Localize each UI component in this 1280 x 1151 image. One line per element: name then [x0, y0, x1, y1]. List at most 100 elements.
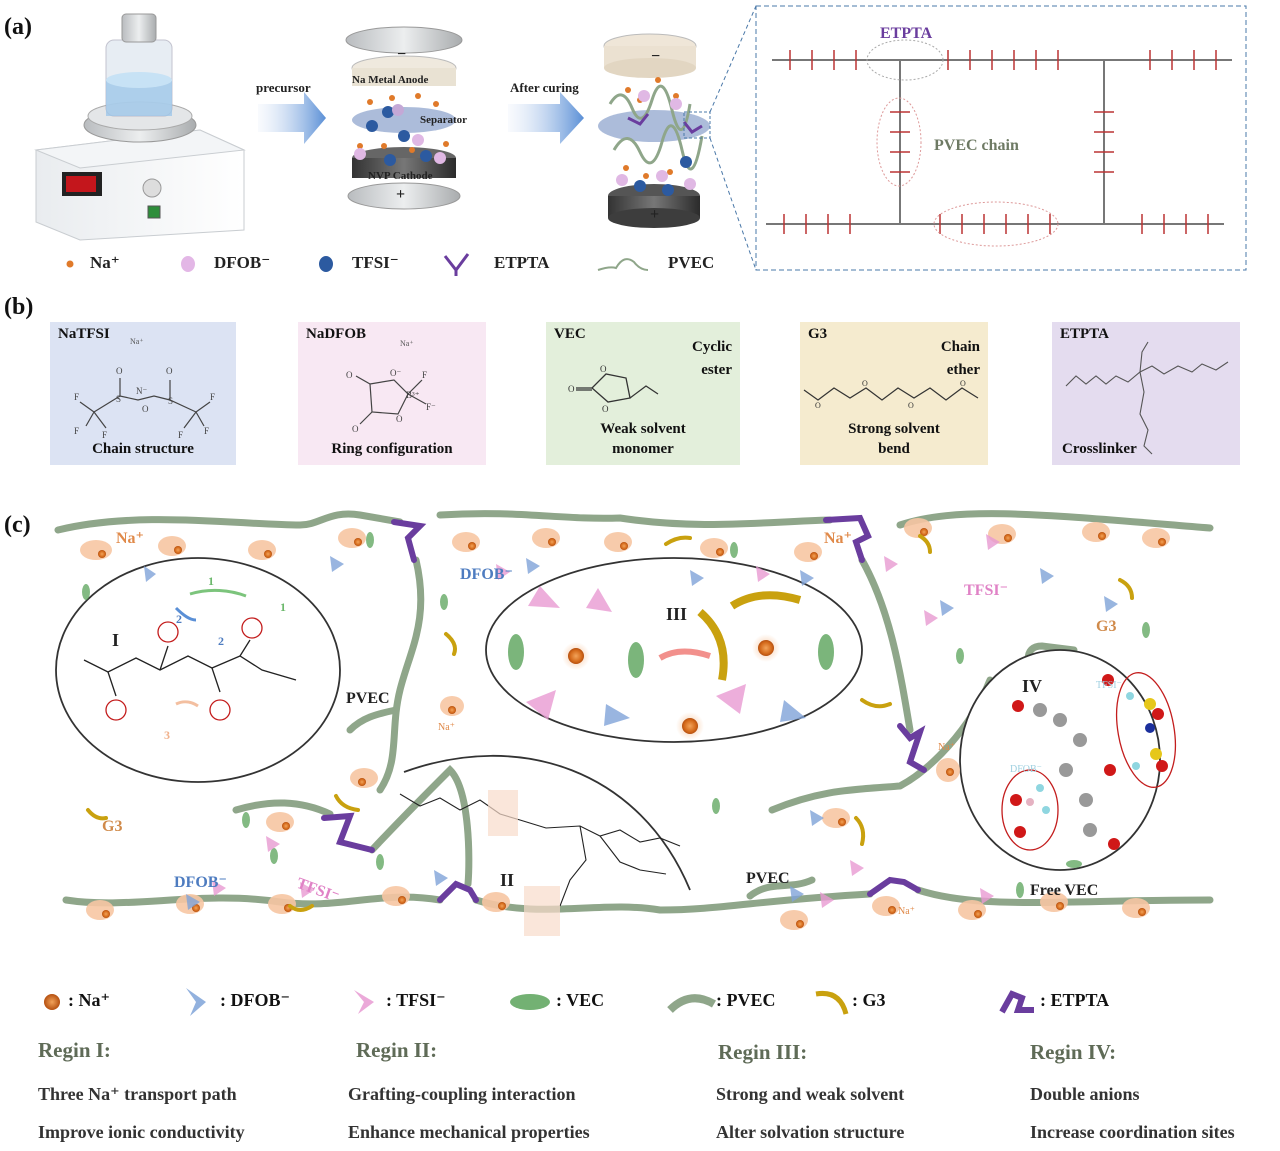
region-i-title: Regin I: — [38, 1038, 111, 1062]
svg-text:F: F — [74, 426, 79, 436]
svg-text:Na⁺: Na⁺ — [400, 339, 414, 348]
label-na-small-1: Na⁺ — [438, 722, 455, 733]
svg-text:F: F — [210, 392, 215, 402]
region-iv-ellipse — [959, 649, 1161, 871]
svg-text:F⁻: F⁻ — [426, 402, 436, 412]
region-ii-line-1: Grafting-coupling interaction — [348, 1084, 576, 1104]
inset-pvec-chain-label: PVEC chain — [934, 137, 1019, 154]
card-caption: Chain structure — [92, 441, 194, 457]
region-ii-structure — [399, 790, 681, 936]
svg-text:S: S — [168, 396, 173, 406]
process-arrow-2 — [508, 92, 584, 144]
vec-structure: OOO — [568, 364, 659, 414]
legend-c-tfsi: : TFSI⁻ — [386, 990, 446, 1010]
label-na-top: Na⁺ — [116, 530, 144, 547]
region-numeral-iii: III — [666, 604, 688, 624]
card-caption: Crosslinker — [1062, 441, 1137, 457]
label-iv-dfob: DFOB⁻ — [1010, 764, 1042, 775]
path-number-1: 1 — [208, 574, 214, 588]
tfsi-anion-icon — [319, 256, 333, 272]
region-numeral-iv: IV — [1022, 676, 1043, 696]
svg-text:O: O — [116, 366, 123, 376]
svg-text:O: O — [600, 364, 607, 374]
etpta-icon — [443, 253, 470, 276]
cell-stack-before — [345, 26, 463, 210]
region-iv-line-1: Double anions — [1030, 1084, 1140, 1104]
cured-plus-sign: + — [650, 206, 660, 223]
path-number-1b: 1 — [280, 600, 286, 614]
label-tfsi-right: TFSI⁻ — [964, 582, 1009, 599]
label-na-top-right: Na⁺ — [824, 530, 852, 547]
svg-text:O: O — [346, 370, 353, 380]
panel-c-graphic — [54, 510, 1214, 936]
region-iii-title: Regin III: — [718, 1040, 808, 1064]
path-2-arrow — [174, 606, 197, 622]
region-i-line-1: Three Na⁺ transport path — [38, 1084, 237, 1104]
dfob-anion-icon — [181, 256, 195, 272]
path-number-2: 2 — [176, 612, 182, 626]
etpta-crosslinks — [321, 514, 927, 903]
region-iv-line-2: Increase coordination sites — [1030, 1122, 1235, 1142]
label-dfob-bottom: DFOB⁻ — [174, 874, 227, 891]
arrow-label-after-curing: After curing — [510, 80, 579, 95]
label-g3-left: G3 — [102, 818, 123, 835]
label-na-small-2: Na⁺ — [938, 742, 955, 753]
region-ii-boundary — [403, 754, 691, 891]
g3-icon — [815, 990, 849, 1015]
region-ii-title: Regin II: — [356, 1038, 438, 1062]
pvec-icon — [597, 258, 649, 271]
legend-c-etpta: : ETPTA — [1040, 990, 1110, 1010]
dfob-anion-icon — [186, 988, 206, 1016]
region-i-line-2: Improve ionic conductivity — [38, 1122, 245, 1142]
legend-a-etpta: ETPTA — [494, 253, 550, 272]
panel-c-label: (c) — [4, 512, 31, 538]
svg-text:O: O — [815, 401, 821, 410]
cured-minus-sign: − — [651, 48, 661, 65]
svg-text:O: O — [396, 414, 403, 424]
panel-a-label: (a) — [4, 14, 32, 40]
label-dfob-top: DFOB⁻ — [460, 566, 513, 583]
vec-icon — [510, 994, 550, 1010]
region-i-ellipse — [55, 557, 341, 783]
legend-a-tfsi: TFSI⁻ — [352, 253, 399, 272]
svg-text:F: F — [178, 430, 183, 440]
path-number-3: 3 — [164, 728, 170, 742]
svg-text:O: O — [908, 401, 914, 410]
magnetic-stirrer-icon — [34, 13, 246, 241]
svg-text:O: O — [862, 379, 868, 388]
card-title: NaDFOB — [306, 326, 366, 342]
legend-c-pvec: : PVEC — [716, 990, 776, 1010]
card-title: VEC — [554, 326, 586, 342]
panel-a-graphic — [34, 5, 1247, 276]
label-na-small-3: Na⁺ — [898, 906, 915, 917]
legend-c-g3: : G3 — [852, 990, 886, 1010]
etpta-icon — [999, 990, 1034, 1014]
ion-particles — [354, 77, 696, 196]
legend-a-pvec: PVEC — [668, 253, 715, 272]
svg-text:O: O — [568, 384, 575, 394]
card-title: G3 — [808, 326, 828, 342]
svg-text:S: S — [116, 394, 121, 404]
region-iv-title: Regin IV: — [1030, 1040, 1117, 1064]
panel-b-label: (b) — [4, 294, 34, 320]
path-1-arrow — [189, 588, 247, 598]
region-iii-line-1: Strong and weak solvent — [716, 1084, 905, 1104]
region-numeral-ii: II — [500, 870, 515, 890]
svg-text:O⁻: O⁻ — [390, 368, 401, 378]
legend-c-dfob: : DFOB⁻ — [220, 990, 290, 1010]
svg-text:O: O — [352, 424, 359, 434]
inset-etpta-label: ETPTA — [880, 25, 933, 42]
tfsi-anion-icon — [354, 990, 374, 1014]
arrow-label-precursor: precursor — [256, 80, 311, 95]
cathode-plus-sign: + — [396, 186, 406, 203]
legend-c-vec: : VEC — [556, 990, 605, 1010]
svg-text:O: O — [166, 366, 173, 376]
sodium-ion-icon — [66, 260, 74, 268]
legend-a-sodium: Na⁺ — [90, 253, 120, 272]
